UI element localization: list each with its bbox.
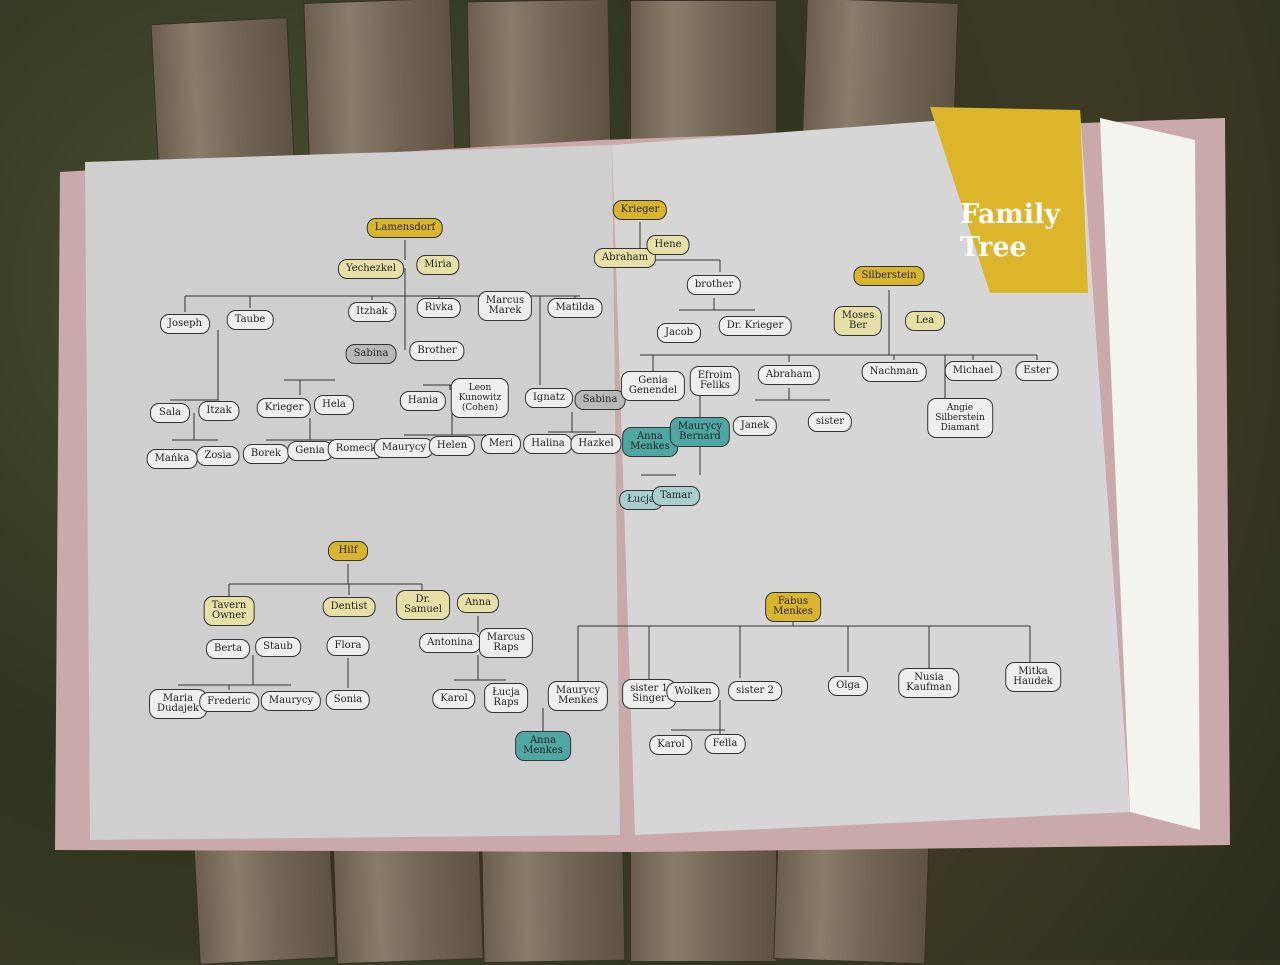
person-node: Anna Menkes: [622, 427, 678, 457]
person-node: Halina: [523, 434, 573, 454]
person-node: Itzak: [198, 401, 240, 421]
person-node: Lea: [905, 311, 945, 331]
person-node: Marcus Marek: [477, 291, 533, 321]
person-node: Wolken: [666, 682, 720, 702]
person-node: Brother: [409, 341, 465, 361]
person-node: Meri: [480, 434, 522, 454]
person-node: sister 2: [728, 681, 782, 701]
person-node: Genia: [287, 441, 333, 461]
person-node: Łucja Raps: [484, 683, 528, 713]
connector-lines: [170, 222, 1038, 735]
person-node: Karol: [432, 689, 476, 709]
person-node: Nusia Kaufman: [898, 668, 960, 698]
person-node: Ester: [1015, 361, 1059, 381]
person-node: Maria Dudajek: [149, 689, 207, 719]
person-node: Itzhak: [348, 302, 396, 322]
page-title: Family Tree: [960, 199, 1060, 263]
title-corner: [930, 107, 1088, 293]
person-node: Hene: [646, 235, 690, 255]
person-node: brother: [686, 275, 742, 295]
person-node: Hazkel: [570, 434, 622, 454]
person-node: Maurycy Bernard: [669, 417, 731, 447]
person-node: Maurycy: [260, 691, 322, 711]
person-node: Abraham: [757, 365, 821, 385]
person-node: Staub: [255, 637, 301, 657]
person-node: Janek: [732, 416, 778, 436]
person-node: Mitka Haudek: [1005, 662, 1061, 692]
person-node: Frederic: [199, 692, 259, 712]
person-node: Dr. Krieger: [718, 316, 792, 336]
person-node: Rivka: [416, 298, 462, 318]
person-node: Jacob: [657, 323, 701, 343]
person-node: Zosia: [196, 446, 240, 466]
person-node: Borek: [242, 444, 290, 464]
person-node: Dr. Samuel: [396, 590, 450, 620]
person-node: Hela: [314, 395, 354, 415]
person-node: Matilda: [547, 298, 603, 318]
person-node: sister: [807, 412, 853, 432]
person-node: Helen: [428, 436, 476, 456]
person-node: Michael: [944, 361, 1002, 381]
person-node: Anna Menkes: [515, 731, 571, 761]
person-node: Sabina: [574, 390, 626, 410]
person-node: Yechezkel: [337, 259, 405, 279]
person-node: Fabus Menkes: [765, 592, 821, 622]
person-node: Maurycy Menkes: [547, 681, 609, 711]
person-node: Lamensdorf: [366, 218, 444, 238]
person-node: Marcus Raps: [478, 628, 534, 658]
person-node: Maurycy: [373, 438, 435, 458]
person-node: Hilf: [328, 541, 368, 561]
person-node: Abraham: [593, 248, 657, 268]
person-node: Sonia: [325, 690, 371, 710]
person-node: Genia Genendel: [620, 371, 686, 401]
person-node: Mańka: [146, 449, 198, 469]
person-node: Olga: [828, 676, 868, 696]
person-node: Sala: [150, 403, 190, 423]
person-node: Antonina: [419, 633, 481, 653]
person-node: Krieger: [256, 398, 312, 418]
person-node: Krieger: [612, 200, 668, 220]
person-node: Angie Silberstein Diamant: [927, 398, 993, 438]
person-node: Fella: [704, 734, 746, 754]
person-node: Tavern Owner: [203, 596, 255, 626]
person-node: Anna: [456, 593, 500, 613]
person-node: Berta: [205, 639, 251, 659]
person-node: Flora: [326, 636, 370, 656]
person-node: Karol: [649, 735, 693, 755]
person-node: Hania: [399, 391, 447, 411]
person-node: Miria: [416, 255, 460, 275]
person-node: Ignatz: [524, 388, 574, 408]
person-node: Leon Kunowitz (Cohen): [450, 378, 510, 418]
person-node: Silberstein: [853, 266, 925, 286]
person-node: Taube: [226, 310, 274, 330]
person-node: Nachman: [861, 362, 927, 382]
person-node: Joseph: [160, 314, 210, 334]
person-node: Dentist: [322, 597, 376, 617]
person-node: Moses Ber: [833, 306, 883, 336]
person-node: Sabina: [345, 344, 397, 364]
person-node: Tamar: [651, 486, 701, 506]
person-node: Efroim Feliks: [689, 366, 741, 396]
